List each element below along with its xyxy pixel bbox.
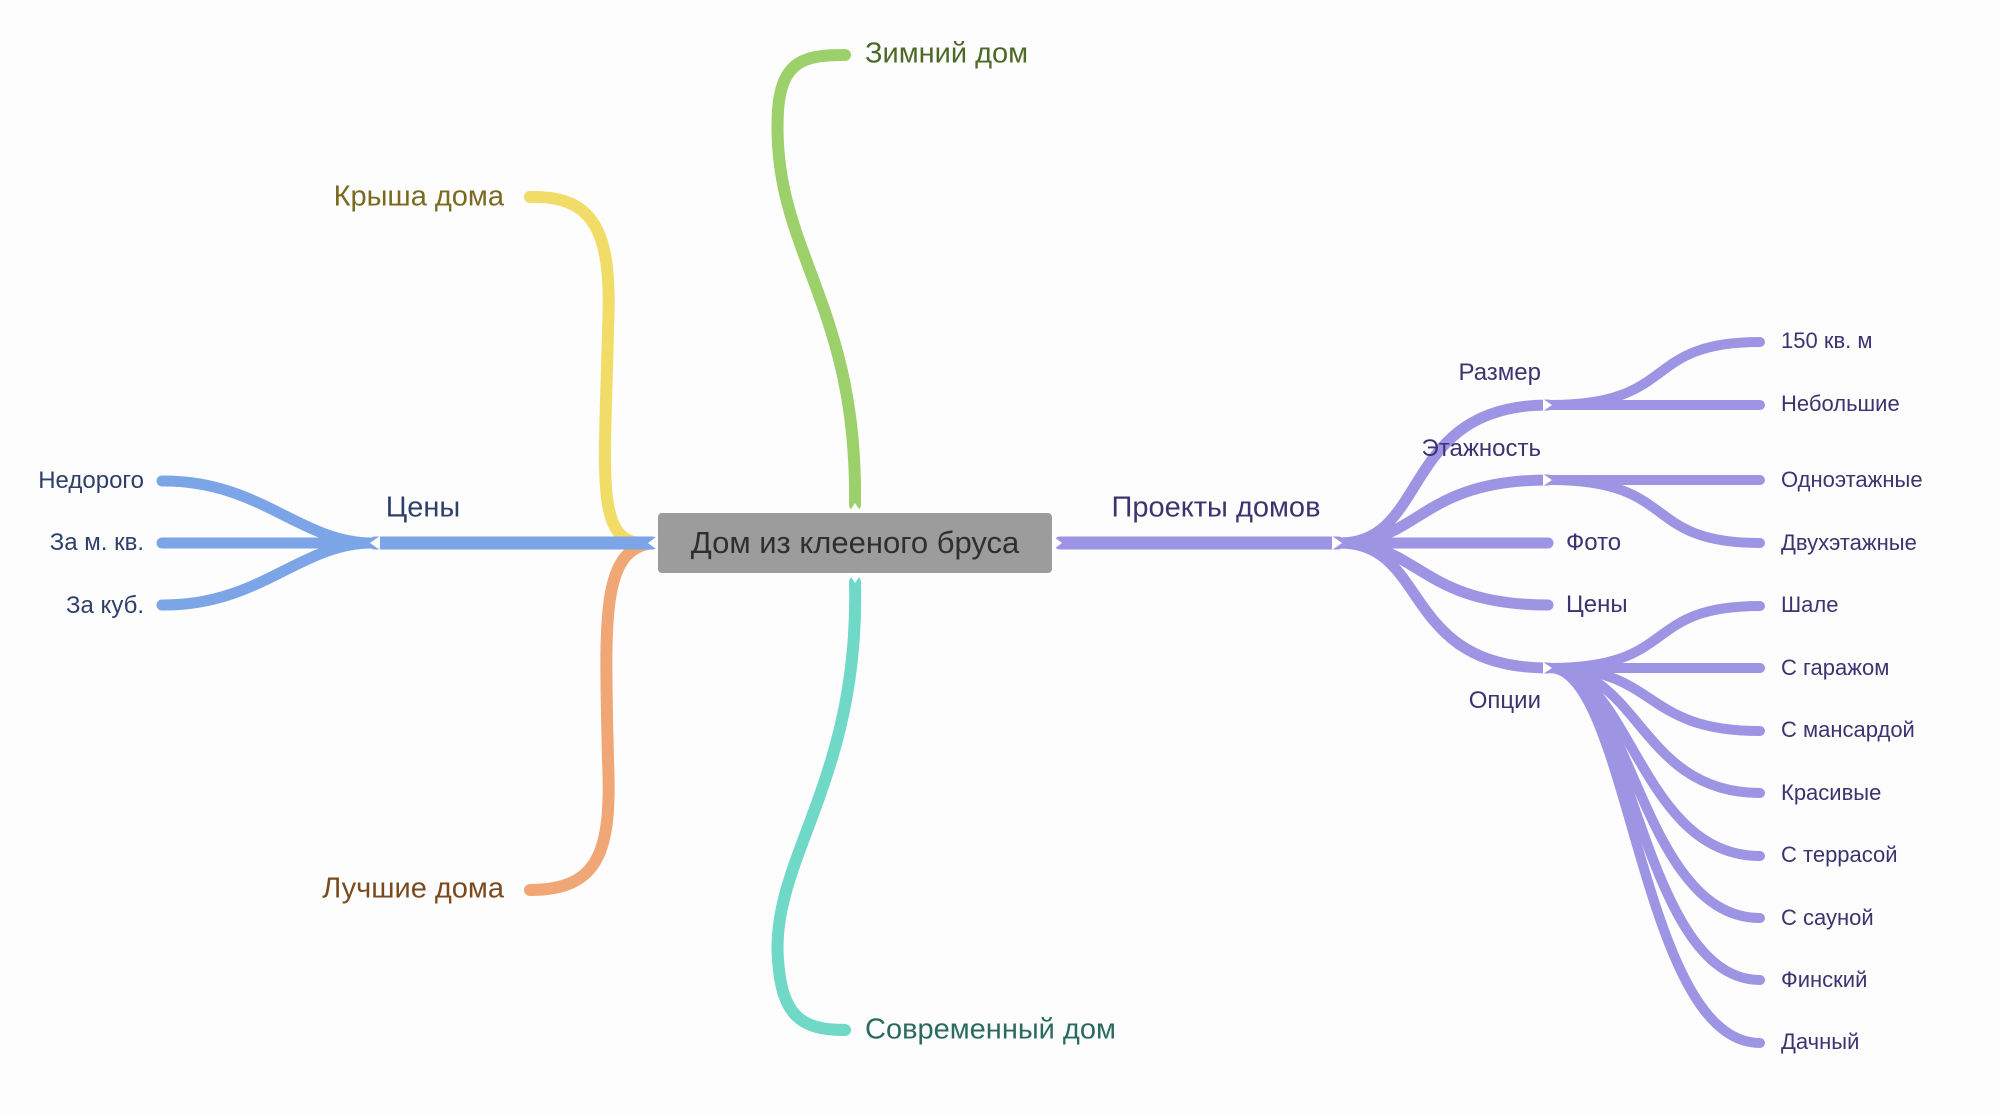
central-topic[interactable]: Дом из клееного бруса [658, 513, 1052, 573]
child-line-size [1334, 399, 1554, 549]
subtopic-prices[interactable]: Цены [1566, 591, 1628, 618]
leaf-shale[interactable]: Шале [1781, 592, 1839, 617]
junction-nib-projects [1332, 536, 1342, 550]
topic-winter-house[interactable]: Зимний дом [865, 37, 1029, 70]
leaf-za-m-kv[interactable]: За м. кв. [49, 529, 144, 556]
child-line-options [1334, 537, 1554, 674]
branch-line-modern [771, 576, 862, 1036]
leaf-krasivye[interactable]: Красивые [1781, 780, 1882, 805]
leaf-sauna[interactable]: С сауной [1781, 905, 1874, 930]
branch-line-roof [524, 190, 646, 549]
junction-nib-options [1543, 662, 1552, 674]
leaf-small[interactable]: Небольшие [1781, 391, 1900, 416]
topic-roof[interactable]: Крыша дома [333, 180, 504, 213]
leaf-150-sq-m[interactable]: 150 кв. м [1781, 328, 1873, 353]
leaf-line-150 [1545, 337, 1765, 410]
leaf-two-floor[interactable]: Двухэтажные [1781, 530, 1917, 555]
subtopic-size[interactable]: Размер [1458, 359, 1542, 386]
leaf-line-dacha [1545, 663, 1765, 1048]
leaf-one-floor[interactable]: Одноэтажные [1781, 467, 1923, 492]
junction-nib-top [847, 503, 863, 515]
topic-modern-house[interactable]: Современный дом [865, 1013, 1116, 1046]
junction-nib-right [1050, 534, 1062, 552]
child-line-floors [1334, 474, 1554, 549]
subtopic-floors[interactable]: Этажность [1421, 435, 1541, 462]
junction-nib-prices [370, 536, 380, 550]
branch-line-winter [771, 49, 862, 511]
junction-nib-floors [1543, 474, 1552, 486]
child-line-za-kub [156, 537, 378, 611]
leaf-line-two-floor [1545, 475, 1765, 548]
junction-nib-bottom [847, 571, 863, 583]
subtopic-photo[interactable]: Фото [1566, 529, 1622, 556]
leaf-nedorogo[interactable]: Недорого [38, 467, 144, 494]
child-line-nedorogo [156, 475, 378, 549]
leaf-garage[interactable]: С гаражом [1781, 655, 1890, 680]
topic-best-houses[interactable]: Лучшие дома [322, 872, 504, 905]
central-topic-label: Дом из клееного бруса [690, 525, 1020, 560]
branch-line-best [524, 537, 661, 896]
junction-nib-size [1543, 399, 1552, 411]
leaf-terrace[interactable]: С террасой [1781, 842, 1898, 867]
leaf-finnish[interactable]: Финский [1781, 967, 1868, 992]
leaf-dacha[interactable]: Дачный [1781, 1029, 1860, 1054]
leaf-za-kub[interactable]: За куб. [66, 592, 144, 619]
leaf-mansard[interactable]: С мансардой [1781, 717, 1915, 742]
subtopic-options[interactable]: Опции [1468, 687, 1541, 714]
junction-nib-left [648, 534, 660, 552]
topic-prices[interactable]: Цены [385, 491, 461, 524]
topic-projects[interactable]: Проекты домов [1111, 491, 1321, 524]
